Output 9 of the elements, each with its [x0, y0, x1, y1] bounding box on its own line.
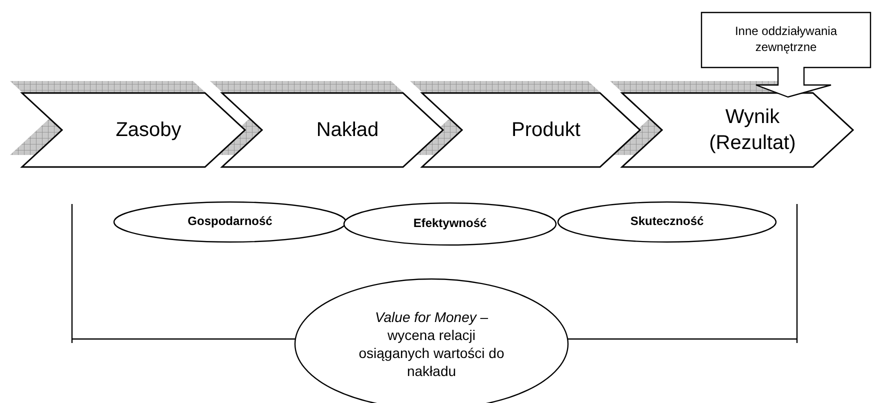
stage-label: Nakład — [316, 118, 379, 143]
stage-label: Produkt — [512, 118, 580, 143]
stage-label: Zasoby — [116, 118, 182, 143]
stage-label: Wynik (Rezultat) — [708, 105, 797, 156]
criterion-label: Value for Money – wycena relacji osiąganych wartości do nakładu — [358, 308, 506, 380]
criterion-label: Efektywność — [413, 216, 487, 232]
callout-text: Inne oddziaływania zewnętrzne — [734, 24, 838, 56]
criterion-label: Skuteczność — [630, 214, 704, 230]
criterion-label: Gospodarność — [188, 214, 272, 230]
